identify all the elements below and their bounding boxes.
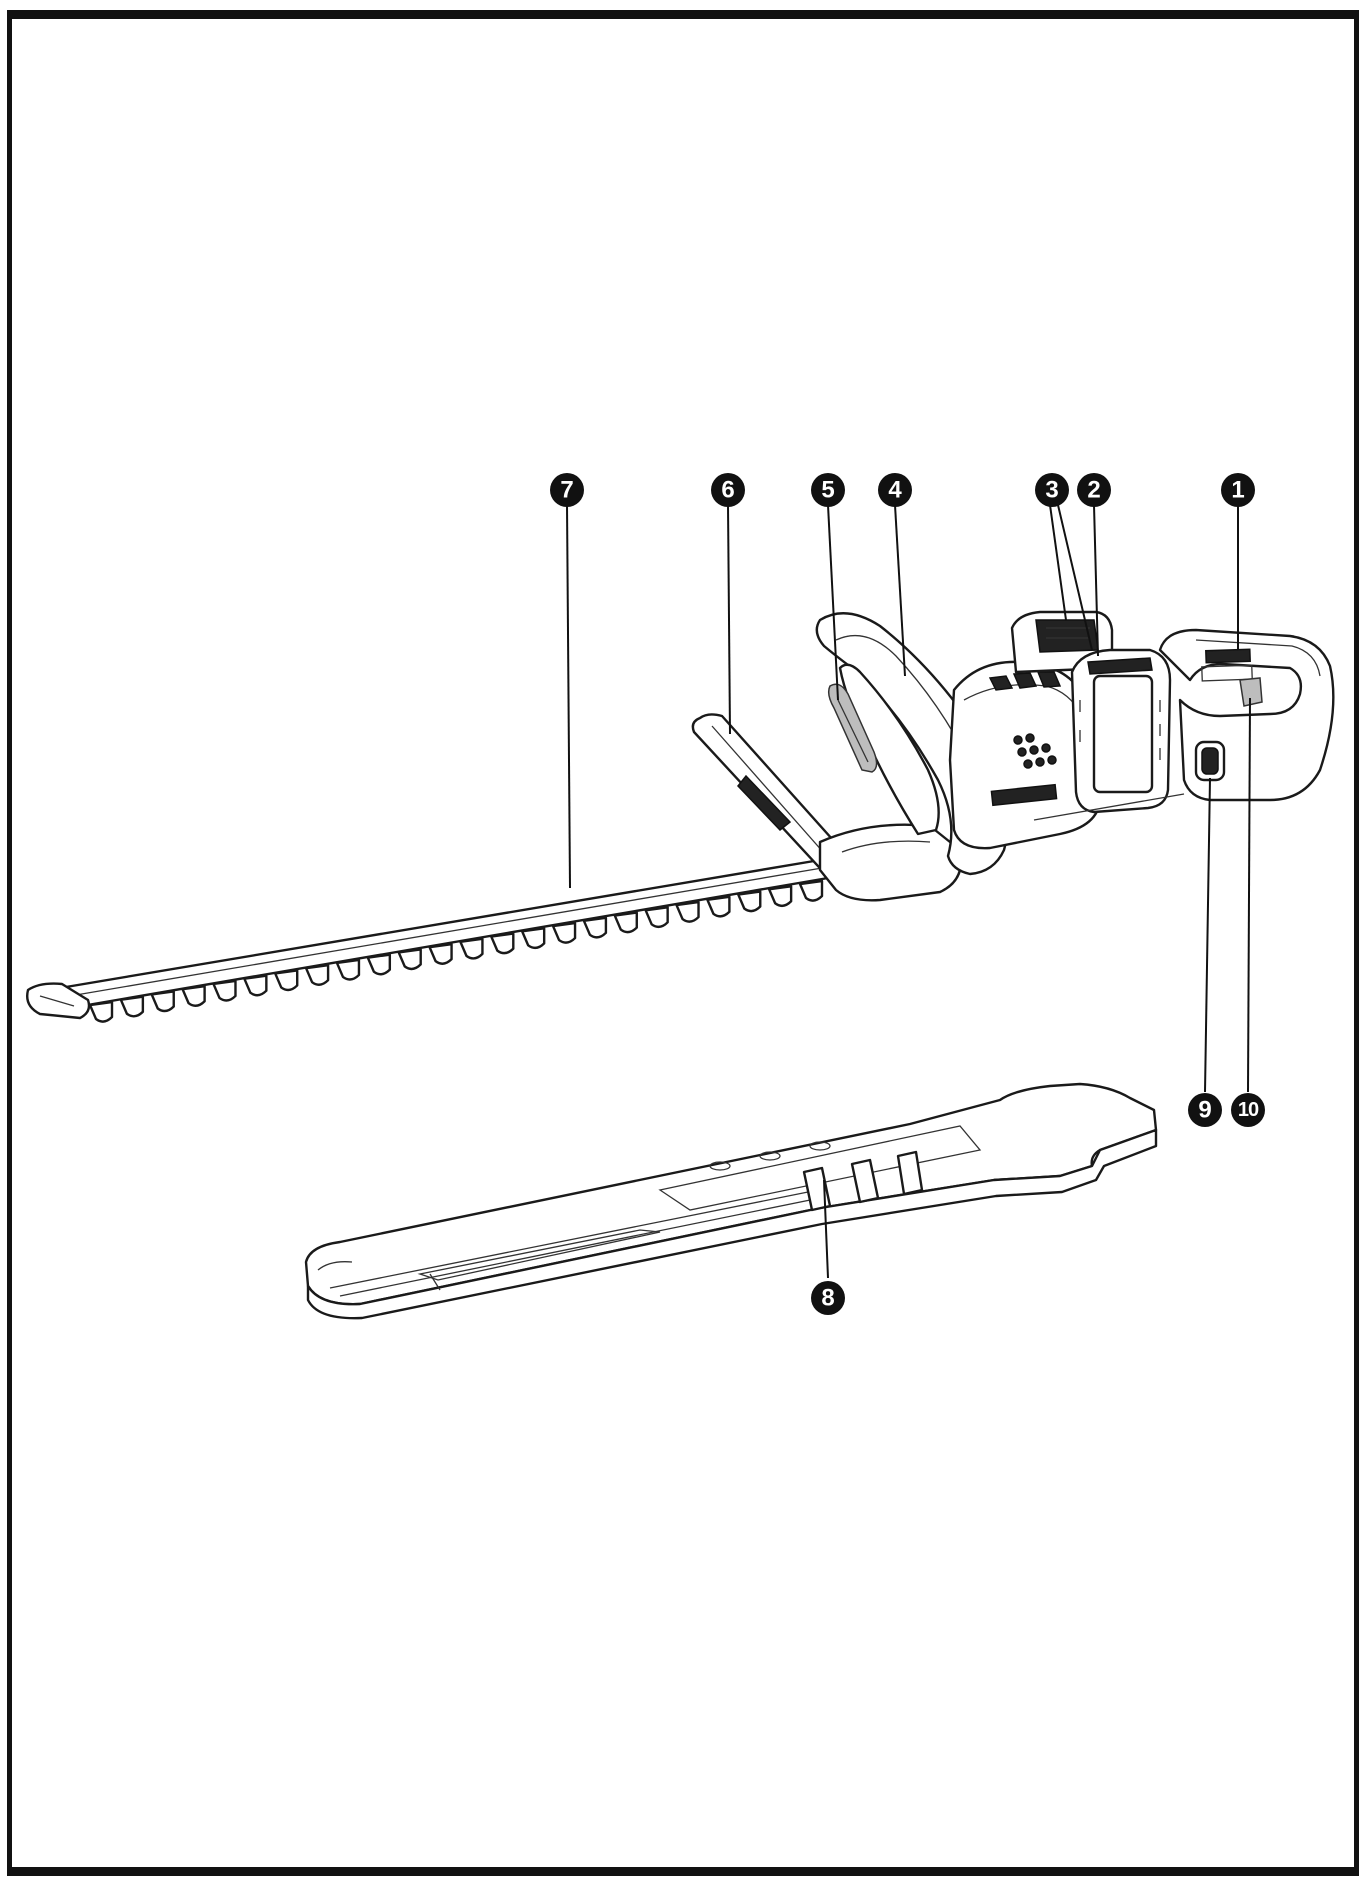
blade-tooth — [397, 948, 422, 971]
callout-4: 4 — [878, 473, 912, 507]
callout-2: 2 — [1077, 473, 1111, 507]
blade-tooth — [490, 932, 515, 955]
callout-9-label: 9 — [1198, 1097, 1211, 1124]
page-frame — [7, 10, 1359, 1876]
callout-2-label: 2 — [1087, 477, 1100, 504]
blade-tooth — [767, 885, 793, 907]
blade-teeth — [88, 879, 824, 1023]
motor-housing — [948, 660, 1102, 850]
blade-tooth — [428, 942, 453, 965]
trigger — [1194, 740, 1226, 782]
blade-tooth — [798, 879, 824, 902]
vent-holes — [1013, 733, 1057, 769]
blade-tooth — [520, 927, 546, 950]
callout-3: 3 — [1035, 473, 1069, 507]
blade-tooth — [212, 979, 237, 1002]
lock-off-button — [1239, 677, 1263, 707]
callout-1: 1 — [1221, 473, 1255, 507]
callout-6-label: 6 — [721, 477, 734, 504]
blade-sheath — [304, 1082, 1158, 1320]
blade-tooth — [366, 953, 392, 976]
callout-10: 10 — [1231, 1093, 1265, 1127]
blade-tooth — [304, 963, 330, 986]
callout-5-label: 5 — [821, 477, 834, 504]
blade-tooth — [243, 974, 268, 997]
rear-body — [1033, 648, 1185, 821]
blade-tooth — [150, 990, 175, 1013]
blade-tooth — [613, 911, 638, 934]
blade-tooth — [181, 985, 206, 1007]
callout-7-label: 7 — [560, 477, 573, 504]
leader-lines — [566, 504, 1251, 1279]
callout-3-label: 3 — [1045, 477, 1058, 504]
hedge-trimmer — [26, 610, 1335, 1023]
blade-tooth — [119, 995, 145, 1018]
callout-6: 6 — [711, 473, 745, 507]
blade-tooth — [737, 890, 762, 913]
blade — [26, 858, 830, 1023]
front-handle-grip — [827, 683, 878, 773]
gearbox — [818, 823, 963, 902]
callout-9: 9 — [1188, 1093, 1222, 1127]
blade-tooth — [335, 958, 361, 981]
callout-8: 8 — [811, 1281, 845, 1315]
callout-4-label: 4 — [888, 477, 902, 504]
callout-10-label: 10 — [1238, 1099, 1259, 1121]
blade-tooth — [274, 969, 299, 992]
blade-tooth — [675, 900, 700, 923]
blade-tooth — [582, 916, 608, 939]
rear-handle — [1158, 628, 1335, 802]
blade-tooth — [706, 895, 731, 918]
blade-tooth — [88, 1000, 114, 1023]
blade-tooth — [644, 906, 669, 929]
blade-tooth — [551, 921, 577, 944]
callout-1-label: 1 — [1231, 477, 1244, 504]
blade-tooth — [459, 937, 484, 960]
callout-7: 7 — [550, 473, 584, 507]
callout-5: 5 — [811, 473, 845, 507]
callout-8-label: 8 — [821, 1285, 834, 1312]
